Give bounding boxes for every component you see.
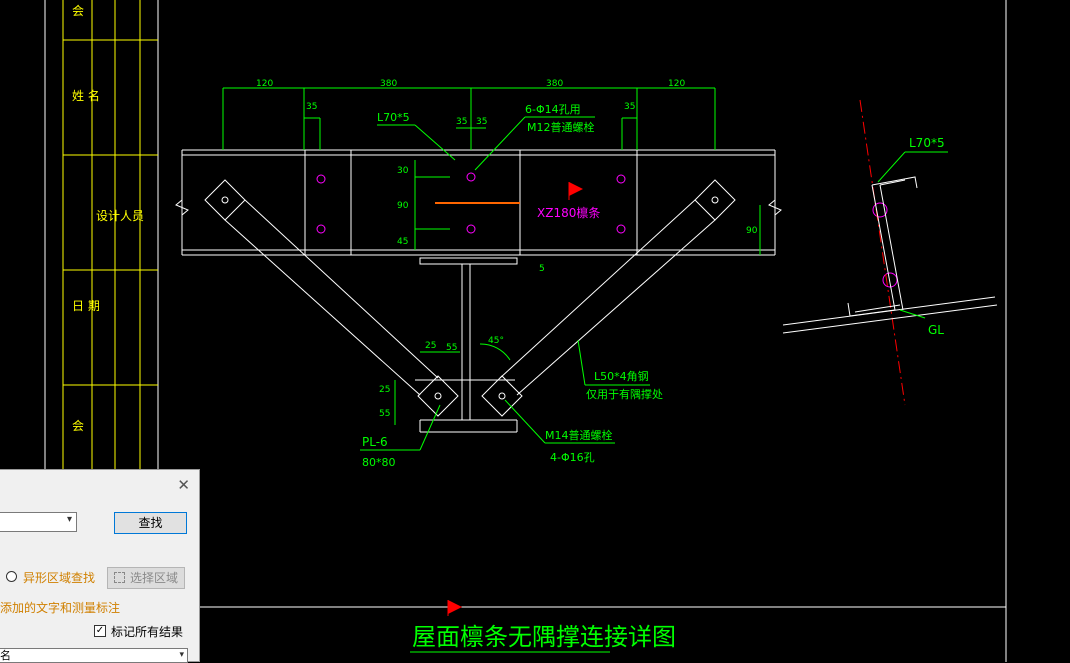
select-area-label: 选择区域 xyxy=(130,571,179,585)
flag-icon xyxy=(568,182,583,200)
dim-web-5: 5 xyxy=(539,264,545,274)
label-bolt-spec: M12普通螺栓 xyxy=(527,120,595,134)
dim-gap-left: 35 xyxy=(306,102,317,112)
dim-right-90: 90 xyxy=(746,226,758,236)
label-hole-m14: 4-Φ16孔 xyxy=(550,451,595,464)
label-plate-spec: PL-6 xyxy=(362,435,388,449)
axis-line xyxy=(859,99,906,406)
dim-top-4: 120 xyxy=(668,79,685,89)
title-block-designers: 设计人员 xyxy=(96,209,144,223)
dim-gap-right: 35 xyxy=(624,102,635,112)
dim-top-3: 380 xyxy=(546,79,563,89)
steel-column xyxy=(419,264,518,433)
title-block-yellow xyxy=(62,0,158,470)
scroll-down-icon[interactable]: ▾ xyxy=(179,650,184,660)
label-purlin: XZ180檩条 xyxy=(537,205,600,220)
label-plate-size: 80*80 xyxy=(362,456,396,469)
select-area-icon xyxy=(114,572,125,583)
title-block-date: 日 期 xyxy=(72,299,100,313)
results-list[interactable]: 名 ▾ xyxy=(0,648,188,663)
label-angle-l50-note: 仅用于有隅撑处 xyxy=(586,387,663,401)
label-angle-l50: L50*4角钢 xyxy=(594,370,649,383)
section-leaders xyxy=(877,151,948,319)
mark-all-label: 标记所有结果 xyxy=(111,625,184,639)
title-block-sign-1: 会 xyxy=(72,4,84,18)
title-block-sign-2: 会 xyxy=(72,419,84,433)
dim-vert-90: 90 xyxy=(397,201,409,211)
note-text: 添加的文字和测量标注 xyxy=(0,601,121,615)
find-dialog: ✕ ▾ 查找 异形区域查找 选择区域 添加的文字和测量标注 ✓ 标记所有结果 名… xyxy=(0,469,200,663)
irregular-area-radio[interactable] xyxy=(6,571,17,582)
find-button[interactable]: 查找 xyxy=(114,512,187,534)
search-combo[interactable]: ▾ xyxy=(0,512,77,532)
flag-icon-title xyxy=(447,600,462,616)
dim-angle: 45° xyxy=(488,336,504,346)
title-block-name: 姓 名 xyxy=(72,88,100,103)
leader-lines xyxy=(360,116,650,451)
diagonal-angles xyxy=(204,179,736,417)
dim-plate-v25: 25 xyxy=(379,385,390,395)
dim-top-2: 380 xyxy=(380,79,397,89)
bolt-holes xyxy=(316,172,898,288)
dim-top-1: 120 xyxy=(256,79,273,89)
list-item: 名 xyxy=(0,649,11,662)
dim-vert-30: 30 xyxy=(397,166,409,176)
dim-plate-55: 55 xyxy=(446,343,457,353)
label-hole-spec: 6-Φ14孔用 xyxy=(525,103,581,116)
label-section-gl: GL xyxy=(928,323,944,337)
section-view xyxy=(782,176,998,334)
label-section-l70: L70*5 xyxy=(909,136,945,150)
close-icon[interactable]: ✕ xyxy=(177,476,190,494)
chevron-down-icon: ▾ xyxy=(66,514,72,525)
dimension-lines xyxy=(222,87,761,425)
drawing-title: 屋面檩条无隅撑连接详图 xyxy=(412,623,676,651)
purlin-beam xyxy=(181,149,776,265)
break-marks xyxy=(175,199,782,216)
label-bolt-m14: M14普通螺栓 xyxy=(545,428,613,442)
irregular-area-label: 异形区域查找 xyxy=(23,571,96,585)
dim-plate-v55: 55 xyxy=(379,409,390,419)
mark-all-checkbox[interactable]: ✓ xyxy=(94,625,106,637)
dim-plate-25: 25 xyxy=(425,341,436,351)
dim-vert-45: 45 xyxy=(397,237,408,247)
select-area-button[interactable]: 选择区域 xyxy=(107,567,185,589)
label-angle-l70: L70*5 xyxy=(377,111,410,124)
dim-center-right: 35 xyxy=(476,117,487,127)
dim-center-left: 35 xyxy=(456,117,467,127)
bolt-marks-white xyxy=(221,196,719,400)
